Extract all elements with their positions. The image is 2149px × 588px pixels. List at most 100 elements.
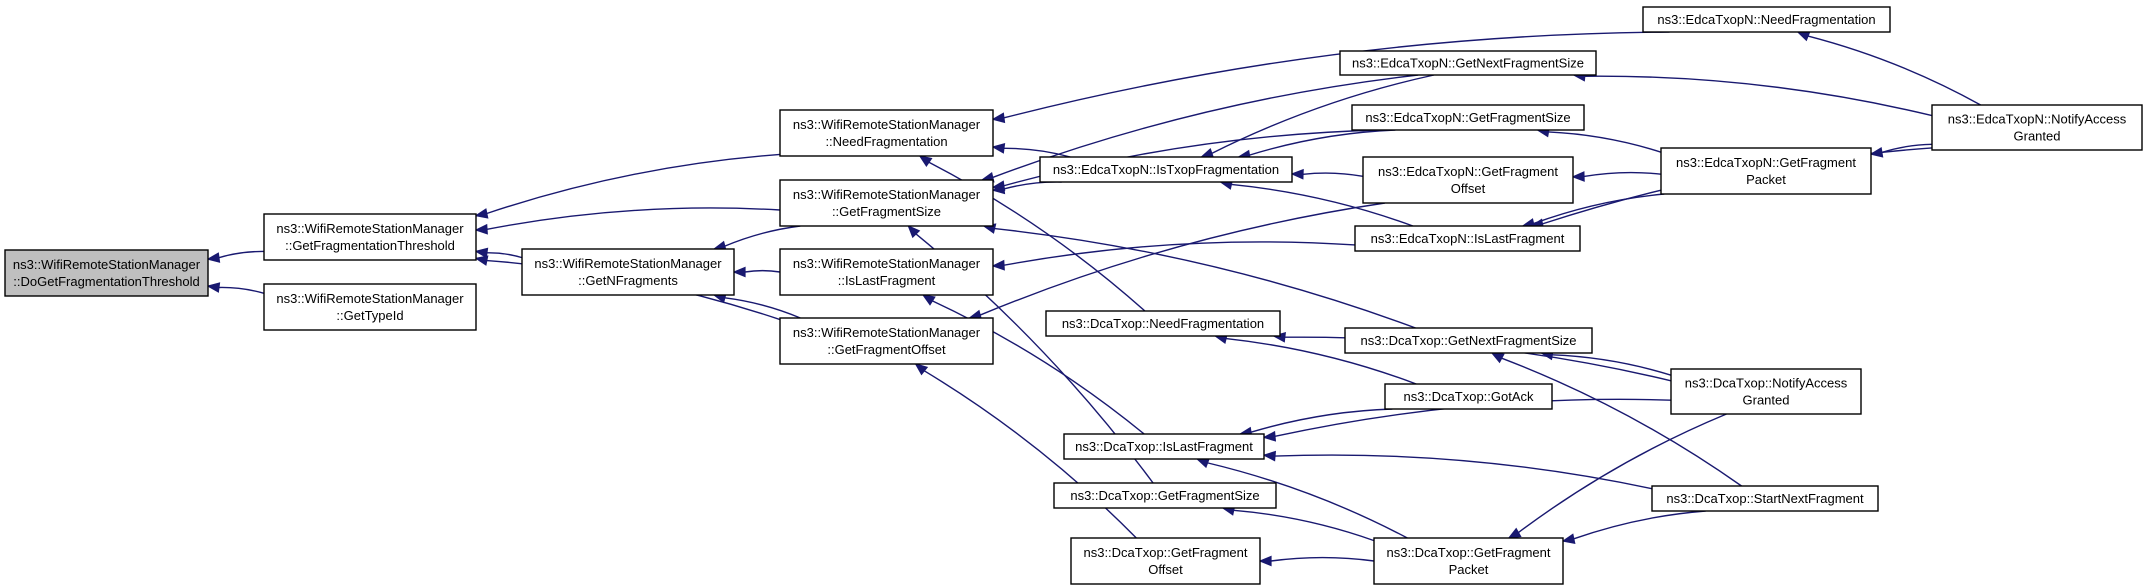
node-getfragsize[interactable]: ns3::WifiRemoteStationManager::GetFragme… xyxy=(779,179,994,227)
node-label-line: ::DoGetFragmentationThreshold xyxy=(13,274,199,289)
node-box xyxy=(521,248,735,296)
edge-getfragoff-to-getnfrag xyxy=(712,292,801,319)
node-box xyxy=(1354,225,1581,252)
node-label-line: ns3::DcaTxop::GetFragment xyxy=(1386,545,1550,560)
edge-e_istxop-to-needfrag xyxy=(991,143,1071,158)
node-label-line: ns3::DcaTxop::NotifyAccess xyxy=(1685,376,1848,391)
node-box xyxy=(263,213,477,261)
node-label-line: Packet xyxy=(1449,562,1489,577)
node-e_getfragoff[interactable]: ns3::EdcaTxopN::GetFragmentOffset xyxy=(1362,156,1574,204)
edge-e_getfragpacket-to-e_getfragsize xyxy=(1536,126,1662,153)
node-box xyxy=(779,109,994,157)
node-needfrag[interactable]: ns3::WifiRemoteStationManager::NeedFragm… xyxy=(779,109,994,157)
node-box xyxy=(1362,156,1574,204)
node-box xyxy=(4,249,209,297)
edge-getfragsize-to-getnfrag xyxy=(712,225,801,252)
node-label-line: ns3::WifiRemoteStationManager xyxy=(534,256,722,271)
node-e_islast[interactable]: ns3::EdcaTxopN::IsLastFragment xyxy=(1354,225,1581,252)
node-label-line: ns3::WifiRemoteStationManager xyxy=(793,256,981,271)
node-e_istxop[interactable]: ns3::EdcaTxopN::IsTxopFragmentation xyxy=(1039,156,1293,183)
node-label-line: ::GetFragmentSize xyxy=(832,204,941,219)
node-label-line: ns3::EdcaTxopN::NeedFragmentation xyxy=(1657,12,1875,27)
node-box xyxy=(263,283,477,331)
edge-d_islast-to-islastfrag xyxy=(921,294,1145,435)
node-d_getnextfragsize[interactable]: ns3::DcaTxop::GetNextFragmentSize xyxy=(1344,327,1593,354)
node-label-line: ns3::DcaTxop::IsLastFragment xyxy=(1075,439,1253,454)
edge-needfrag-to-getfragthr xyxy=(474,153,781,219)
node-box xyxy=(1070,537,1261,585)
node-d_getfragsize[interactable]: ns3::DcaTxop::GetFragmentSize xyxy=(1053,482,1277,509)
node-label-line: ns3::DcaTxop::NeedFragmentation xyxy=(1062,316,1264,331)
node-box xyxy=(1670,368,1862,415)
node-label-line: ::GetNFragments xyxy=(578,273,678,288)
node-label-line: ns3::DcaTxop::StartNextFragment xyxy=(1666,491,1864,506)
edge-islastfrag-to-getnfrag xyxy=(732,266,781,278)
edge-d_notify-to-d_getfragpacket xyxy=(1507,413,1727,539)
node-label-line: ns3::DcaTxop::GetFragment xyxy=(1083,545,1247,560)
node-d_startnext[interactable]: ns3::DcaTxop::StartNextFragment xyxy=(1651,485,1879,512)
node-label-line: ns3::EdcaTxopN::IsTxopFragmentation xyxy=(1053,162,1279,177)
edge-e_getfragsize-to-e_istxop xyxy=(1237,129,1396,161)
node-label-line: Offset xyxy=(1148,562,1183,577)
node-root[interactable]: ns3::WifiRemoteStationManager::DoGetFrag… xyxy=(4,249,209,297)
node-e_getfragsize[interactable]: ns3::EdcaTxopN::GetFragmentSize xyxy=(1351,104,1585,131)
node-label-line: ns3::WifiRemoteStationManager xyxy=(276,291,464,306)
node-label-line: ns3::EdcaTxopN::GetFragment xyxy=(1676,155,1856,170)
edge-d_gotack-to-d_islast xyxy=(1238,408,1393,438)
node-label-line: ns3::EdcaTxopN::NotifyAccess xyxy=(1948,112,2127,127)
edge-e_islast-to-islastfrag xyxy=(991,241,1356,271)
edge-e_getfragpacket-to-e_getfragoff xyxy=(1571,171,1662,182)
node-box xyxy=(1351,104,1585,131)
node-box xyxy=(1373,537,1564,585)
node-label-line: ::GetTypeId xyxy=(336,308,403,323)
node-box xyxy=(1053,482,1277,509)
node-label-line: Granted xyxy=(2014,129,2061,144)
node-gettypeid[interactable]: ns3::WifiRemoteStationManager::GetTypeId xyxy=(263,283,477,331)
node-getfragthr[interactable]: ns3::WifiRemoteStationManager::GetFragme… xyxy=(263,213,477,261)
node-label-line: ns3::EdcaTxopN::GetFragment xyxy=(1378,164,1558,179)
edge-e_notify-to-e_getnextfragsize xyxy=(1572,70,1933,117)
edge-getnfrag-to-getfragthr xyxy=(474,247,523,259)
node-box xyxy=(1039,156,1293,183)
node-label-line: ns3::WifiRemoteStationManager xyxy=(13,257,201,272)
node-label-line: Offset xyxy=(1451,181,1486,196)
node-e_needfrag[interactable]: ns3::EdcaTxopN::NeedFragmentation xyxy=(1642,6,1891,33)
node-label-line: ns3::WifiRemoteStationManager xyxy=(793,187,981,202)
node-box xyxy=(1384,383,1553,410)
edge-e_getfragoff-to-e_istxop xyxy=(1290,168,1364,180)
node-d_getfragoff[interactable]: ns3::DcaTxop::GetFragmentOffset xyxy=(1070,537,1261,585)
node-label-line: ::GetFragmentOffset xyxy=(827,342,946,357)
node-d_islast[interactable]: ns3::DcaTxop::IsLastFragment xyxy=(1063,433,1265,460)
node-box xyxy=(779,248,994,296)
node-d_needfrag[interactable]: ns3::DcaTxop::NeedFragmentation xyxy=(1045,310,1281,337)
node-label-line: ns3::DcaTxop::GetFragmentSize xyxy=(1070,488,1259,503)
node-label-line: ::GetFragmentationThreshold xyxy=(285,238,455,253)
node-box xyxy=(1651,485,1879,512)
node-getfragoff[interactable]: ns3::WifiRemoteStationManager::GetFragme… xyxy=(779,317,994,365)
node-label-line: ns3::WifiRemoteStationManager xyxy=(793,117,981,132)
edge-d_startnext-to-d_islast xyxy=(1262,450,1653,490)
node-islastfrag[interactable]: ns3::WifiRemoteStationManager::IsLastFra… xyxy=(779,248,994,296)
node-label-line: ns3::EdcaTxopN::GetFragmentSize xyxy=(1365,110,1570,125)
node-box xyxy=(1063,433,1265,460)
edge-gettypeid-to-root xyxy=(206,282,265,294)
node-d_gotack[interactable]: ns3::DcaTxop::GotAck xyxy=(1384,383,1553,410)
node-box xyxy=(1344,327,1593,354)
node-label-line: ::NeedFragmentation xyxy=(825,134,947,149)
edge-d_getfragoff-to-getfragoff xyxy=(914,363,1137,539)
node-label-line: ns3::WifiRemoteStationManager xyxy=(276,221,464,236)
edge-d_getfragpacket-to-d_getfragoff xyxy=(1258,555,1375,567)
node-getnfrag[interactable]: ns3::WifiRemoteStationManager::GetNFragm… xyxy=(521,248,735,296)
node-e_getnextfragsize[interactable]: ns3::EdcaTxopN::GetNextFragmentSize xyxy=(1339,50,1597,76)
node-box xyxy=(1660,147,1872,195)
node-box xyxy=(1045,310,1281,337)
node-box xyxy=(1339,50,1597,76)
edge-getfragsize-to-getfragthr xyxy=(474,207,781,235)
node-box xyxy=(779,317,994,365)
edge-e_notify-to-e_needfrag xyxy=(1796,31,1981,106)
